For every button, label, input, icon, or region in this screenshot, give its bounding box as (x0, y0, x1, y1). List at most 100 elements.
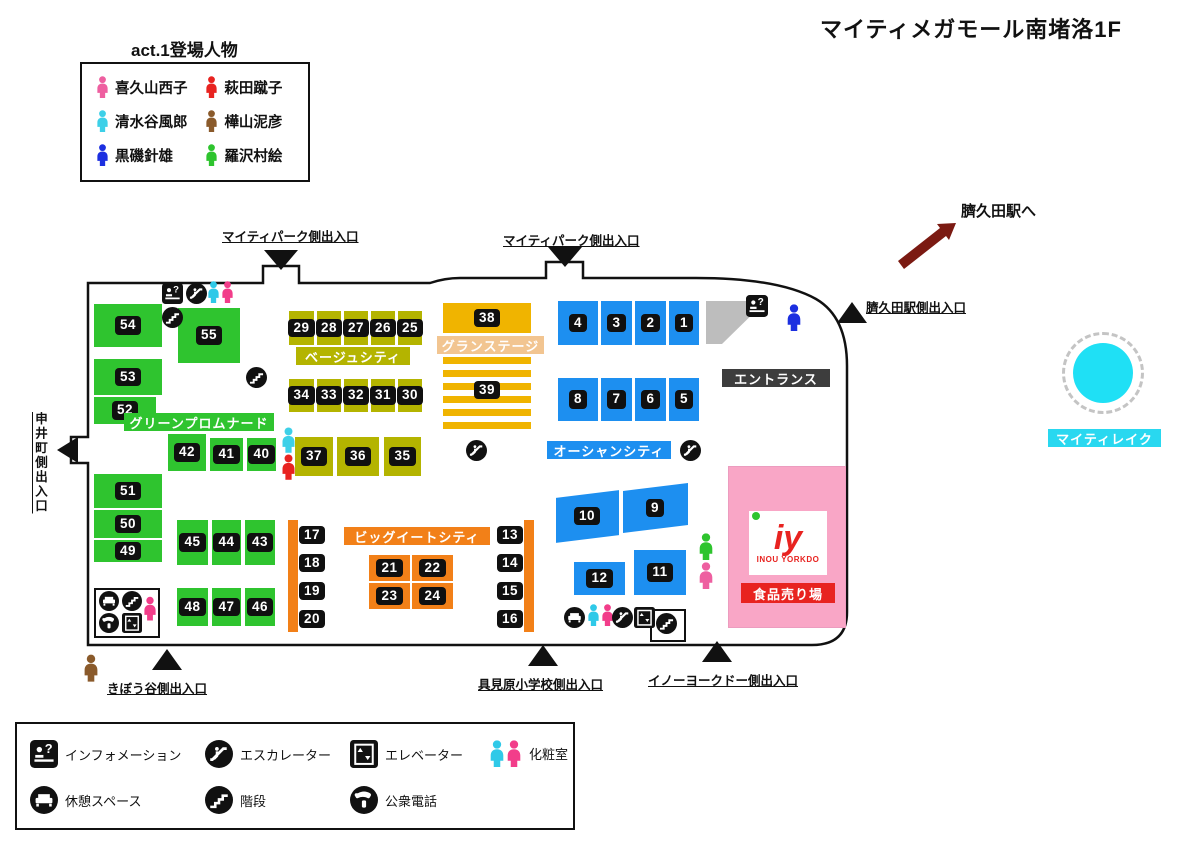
legend-label: エスカレーター (240, 747, 332, 763)
iy-logo-mark: iy (773, 518, 803, 557)
legend-label: 化粧室 (529, 747, 569, 762)
store-number: 36 (344, 447, 372, 466)
store-number: 18 (298, 553, 326, 573)
character-marker (698, 533, 714, 560)
exit-label: きぼう谷側出入口 (107, 682, 208, 696)
store-number: 21 (376, 558, 403, 578)
store-number: 3 (607, 313, 626, 333)
person-icon (281, 454, 296, 480)
store-number: 40 (248, 445, 275, 464)
store-number: 15 (496, 581, 524, 601)
store-number: 4 (568, 313, 587, 333)
store-42: 42 (168, 434, 206, 471)
person-icon (587, 604, 600, 626)
store-27: 27 (342, 311, 370, 345)
escalator-marker (466, 440, 487, 461)
store-49: 49 (94, 540, 162, 562)
cast-member: 樺山泥彦 (205, 110, 298, 132)
exit-arrow (548, 247, 582, 267)
zone-label: エントランス (722, 369, 830, 387)
stairs-icon (162, 307, 183, 328)
store-number: 25 (396, 318, 424, 338)
food-floor-label: 食品売り場 (741, 583, 835, 603)
store-number: 14 (496, 553, 524, 573)
exit-label: マイティパーク側出入口 (503, 234, 640, 248)
person-icon (698, 562, 714, 589)
zone-label: ビッグイートシティ (344, 527, 490, 545)
store-number: 45 (179, 533, 206, 552)
cast-member: 羅沢村絵 (205, 144, 298, 166)
store-47: 47 (212, 588, 241, 626)
store-number: 8 (568, 390, 587, 409)
store-2: 2 (635, 301, 666, 345)
person-icon (96, 76, 109, 98)
character-marker (83, 654, 99, 682)
store-40: 40 (247, 438, 276, 471)
person-icon (83, 654, 99, 682)
store-30: 30 (396, 379, 424, 412)
cast-panel: 喜久山西子萩田蹴子清水谷風郎樺山泥彦黒磯針雄羅沢村絵 (80, 62, 310, 182)
stairs-marker (162, 307, 183, 328)
legend-label: インフォメーション (65, 747, 182, 763)
legend-item-rest: 休憩スペース (30, 786, 141, 814)
store-4: 4 (558, 301, 598, 345)
exit-arrow (152, 649, 182, 670)
person-icon (281, 427, 296, 453)
legend-label: 公衆電話 (385, 793, 438, 809)
store-46: 46 (245, 588, 275, 626)
facility-box-southwest (94, 588, 160, 638)
person-icon (698, 533, 714, 560)
store-number: 2 (641, 313, 660, 333)
store-32: 32 (342, 379, 370, 412)
store-number: 5 (674, 390, 693, 409)
store-11: 11 (634, 550, 686, 595)
store-number: 20 (298, 609, 326, 629)
store-number: 33 (315, 386, 343, 405)
legend-panel: インフォメーションエスカレーターエレベーター化粧室休憩スペース階段公衆電話 (15, 722, 575, 830)
store-52: 52 (94, 397, 156, 424)
store-38: 38 (443, 303, 531, 333)
restroom-icon (587, 604, 614, 626)
store-26: 26 (369, 311, 397, 345)
store-33: 33 (315, 379, 343, 412)
logo-accent-dot (752, 512, 760, 520)
zone-label: グリーンプロムナード (124, 413, 274, 431)
store-55: 55 (178, 308, 240, 363)
store-22: 22 (412, 555, 453, 581)
station-direction-label: 臍久田駅へ (961, 203, 1037, 220)
store-number: 50 (114, 514, 142, 534)
store-23: 23 (369, 583, 410, 609)
store-35: 35 (384, 437, 421, 476)
zone-label: ベージュシティ (296, 347, 410, 365)
store-10: 10 (556, 490, 619, 543)
cast-member-name: 清水谷風郎 (115, 114, 188, 131)
bigeat-strip-left (288, 520, 298, 632)
escalator-marker (612, 607, 633, 628)
store-number: 51 (114, 481, 142, 501)
store-50: 50 (94, 510, 162, 538)
store-number: 41 (213, 445, 240, 464)
store-number: 30 (396, 386, 424, 405)
store-51: 51 (94, 474, 162, 508)
page-title: マイティメガモール南堵洛1F (820, 17, 1122, 42)
legend-item-stairs: 階段 (205, 786, 266, 814)
phone-icon (350, 786, 378, 814)
character-marker (698, 562, 714, 589)
escalator-marker (680, 440, 701, 461)
bigeat-strip-right (524, 520, 534, 632)
information-marker (746, 295, 768, 317)
cast-member: 萩田蹴子 (205, 76, 298, 98)
legend-item-restroom: 化粧室 (489, 740, 568, 767)
cast-panel-title: act.1登場人物 (131, 41, 238, 60)
store-number: 37 (300, 447, 328, 466)
store-6: 6 (635, 378, 666, 421)
store-number: 43 (246, 533, 274, 552)
store-number: 46 (246, 597, 274, 617)
person-icon (489, 740, 505, 767)
person-icon (506, 740, 522, 767)
store-number: 24 (419, 586, 446, 606)
entrance-ramp (706, 301, 766, 344)
store-number: 49 (114, 541, 142, 561)
store-48: 48 (177, 588, 208, 626)
store-number: 35 (389, 447, 416, 466)
